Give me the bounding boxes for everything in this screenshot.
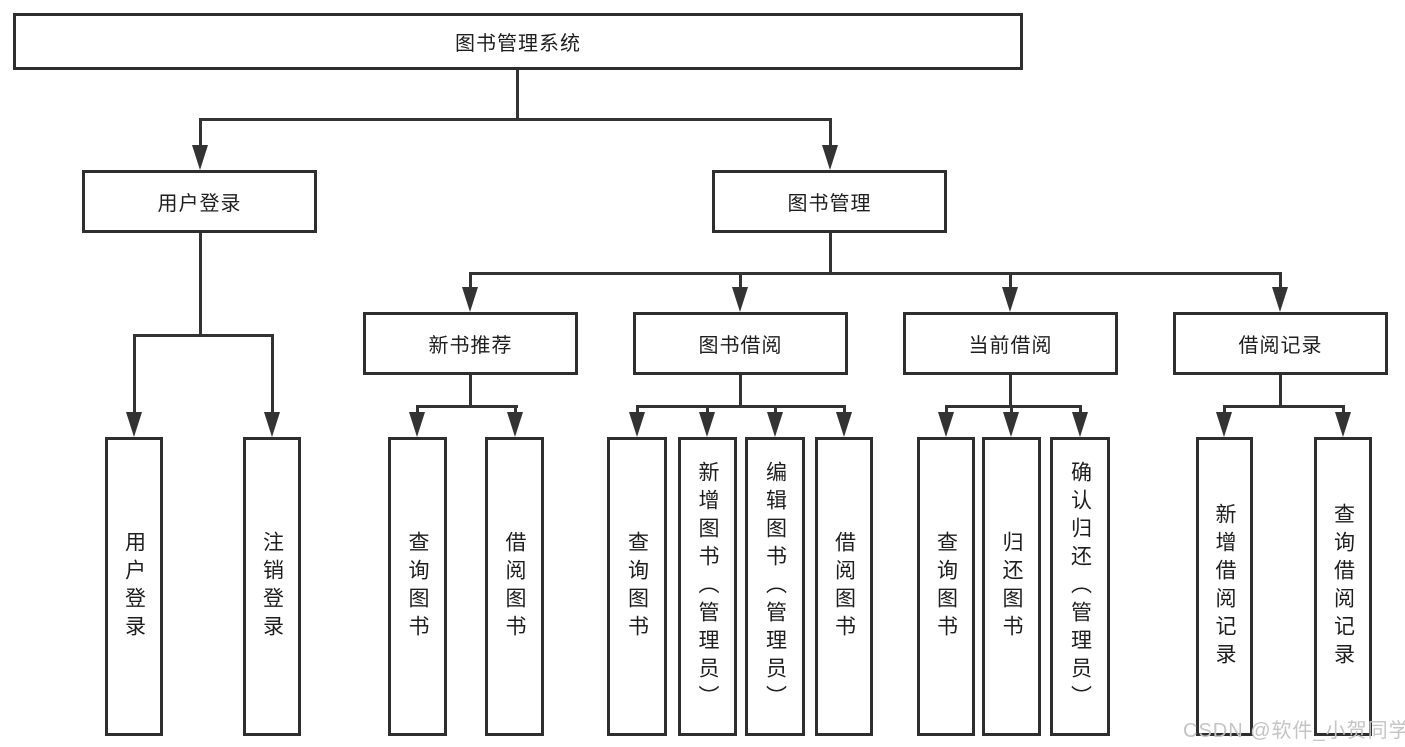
- arrow-down-icon: [1003, 412, 1019, 437]
- node-current-borrow: 当前借阅: [903, 312, 1118, 375]
- arrow-down-icon: [1216, 412, 1232, 437]
- connector-line: [1223, 405, 1345, 408]
- connector-line: [636, 405, 639, 415]
- leaf-add-borrow-record-label: 新增借阅记录: [1213, 502, 1236, 671]
- arrow-down-icon: [767, 412, 783, 437]
- arrow-down-icon: [192, 145, 208, 170]
- connector-line: [774, 405, 777, 415]
- leaf-borrow-books-1-label: 借阅图书: [503, 530, 526, 643]
- connector-line: [1079, 405, 1082, 415]
- connector-line: [514, 405, 517, 415]
- connector-line: [843, 405, 846, 415]
- connector-line: [636, 405, 846, 408]
- leaf-query-books-2: 查询图书: [607, 437, 667, 736]
- arrow-down-icon: [264, 412, 280, 437]
- leaf-query-books-3-label: 查询图书: [934, 530, 958, 643]
- arrow-down-icon: [126, 412, 142, 437]
- connector-line: [133, 334, 136, 415]
- node-root-label: 图书管理系统: [455, 33, 581, 55]
- node-book-management-label: 图书管理: [787, 193, 872, 215]
- connector-line: [1279, 272, 1282, 289]
- arrow-down-icon: [1072, 412, 1088, 437]
- connector-line: [199, 118, 832, 121]
- connector-line: [416, 405, 518, 408]
- node-book-borrow: 图书借阅: [633, 312, 848, 375]
- arrow-down-icon: [938, 412, 954, 437]
- arrow-down-icon: [822, 145, 838, 170]
- leaf-edit-book-admin: 编辑图书（管理员）: [745, 437, 805, 736]
- leaf-borrow-books-1: 借阅图书: [485, 437, 544, 736]
- leaf-edit-book-admin-label: 编辑图书（管理员）: [763, 460, 787, 713]
- connector-line: [829, 233, 832, 274]
- node-user-login-label: 用户登录: [157, 193, 242, 215]
- node-borrow-records: 借阅记录: [1173, 312, 1388, 375]
- arrow-down-icon: [1272, 287, 1288, 312]
- connector-line: [945, 405, 948, 415]
- connector-line: [1010, 405, 1013, 415]
- node-new-book-recommend-label: 新书推荐: [428, 335, 513, 357]
- leaf-query-books-1: 查询图书: [388, 437, 447, 736]
- arrow-down-icon: [462, 287, 478, 312]
- leaf-user-login: 用户登录: [105, 437, 163, 736]
- leaf-return-book: 归还图书: [982, 437, 1041, 736]
- leaf-query-books-3: 查询图书: [917, 437, 975, 736]
- leaf-confirm-return-admin-label: 确认归还（管理员）: [1068, 460, 1092, 713]
- arrow-down-icon: [629, 412, 645, 437]
- leaf-borrow-books-2: 借阅图书: [815, 437, 873, 736]
- connector-line: [469, 272, 1282, 275]
- node-book-borrow-label: 图书借阅: [698, 335, 783, 357]
- node-current-borrow-label: 当前借阅: [968, 335, 1053, 357]
- connector-line: [739, 375, 742, 408]
- leaf-borrow-books-2-label: 借阅图书: [832, 530, 856, 643]
- connector-line: [1279, 375, 1282, 408]
- leaf-query-books-1-label: 查询图书: [406, 530, 429, 643]
- node-root: 图书管理系统: [13, 13, 1023, 70]
- leaf-confirm-return-admin: 确认归还（管理员）: [1050, 437, 1110, 736]
- connector-line: [1009, 272, 1012, 289]
- leaf-query-borrow-record: 查询借阅记录: [1314, 437, 1372, 736]
- connector-line: [133, 334, 274, 337]
- leaf-add-borrow-record: 新增借阅记录: [1196, 437, 1253, 736]
- connector-line: [271, 334, 274, 415]
- leaf-add-book-admin-label: 新增图书（管理员）: [696, 460, 719, 713]
- connector-line: [469, 375, 472, 408]
- connector-line: [739, 272, 742, 289]
- leaf-logout-label: 注销登录: [260, 530, 284, 643]
- connector-line: [1009, 375, 1012, 408]
- node-book-management: 图书管理: [712, 170, 947, 233]
- connector-line: [829, 118, 832, 146]
- arrow-down-icon: [507, 412, 523, 437]
- arrow-down-icon: [1002, 287, 1018, 312]
- leaf-user-login-label: 用户登录: [122, 530, 146, 643]
- arrow-down-icon: [409, 412, 425, 437]
- leaf-add-book-admin: 新增图书（管理员）: [678, 437, 737, 736]
- leaf-query-books-2-label: 查询图书: [625, 530, 649, 643]
- csdn-watermark: CSDN @软件_小贺同学: [1183, 720, 1405, 742]
- node-new-book-recommend: 新书推荐: [363, 312, 578, 375]
- connector-line: [199, 118, 202, 146]
- leaf-query-borrow-record-label: 查询借阅记录: [1331, 502, 1355, 671]
- arrow-down-icon: [732, 287, 748, 312]
- connector-line: [706, 405, 709, 415]
- arrow-down-icon: [1335, 412, 1351, 437]
- connector-line: [199, 233, 202, 337]
- arrow-down-icon: [699, 412, 715, 437]
- arrow-down-icon: [836, 412, 852, 437]
- connector-line: [469, 272, 472, 289]
- leaf-return-book-label: 归还图书: [1000, 530, 1023, 643]
- connector-line: [516, 70, 519, 120]
- connector-line: [1342, 405, 1345, 415]
- node-borrow-records-label: 借阅记录: [1238, 335, 1323, 357]
- leaf-logout: 注销登录: [243, 437, 301, 736]
- connector-line: [416, 405, 419, 415]
- connector-line: [945, 405, 1082, 408]
- node-user-login: 用户登录: [82, 170, 317, 233]
- connector-line: [1223, 405, 1226, 415]
